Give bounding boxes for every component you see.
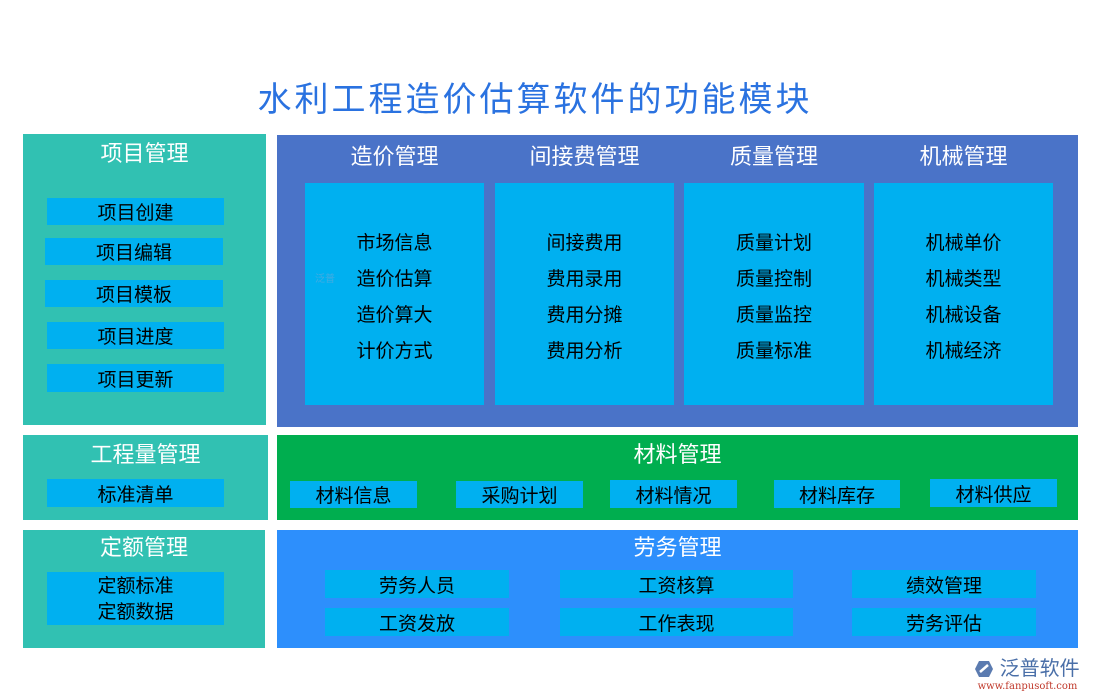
- project-mgmt-panel: 项目管理 项目创建 项目编辑 项目模板 项目进度 项目更新: [23, 134, 266, 425]
- fanpu-logo-icon: [975, 656, 999, 680]
- purchase-plan-item[interactable]: 采购计划: [456, 481, 583, 508]
- pricing-method-item[interactable]: 计价方式: [356, 340, 433, 362]
- project-edit-item[interactable]: 项目编辑: [45, 238, 223, 265]
- cost-allocation-item[interactable]: 费用分摊: [546, 304, 623, 326]
- labor-mgmt-header: 劳务管理: [633, 536, 722, 561]
- project-create-item[interactable]: 项目创建: [47, 198, 224, 225]
- quality-control-item[interactable]: 质量控制: [735, 268, 812, 290]
- quality-monitor-item[interactable]: 质量监控: [735, 304, 812, 326]
- material-mgmt-panel: 材料管理 材料信息 采购计划 材料情况 材料库存 材料供应: [277, 435, 1078, 520]
- material-supply-item[interactable]: 材料供应: [930, 479, 1057, 507]
- indirect-cost-box: 间接费用 费用录用 费用分摊 费用分析: [495, 183, 674, 405]
- market-info-item[interactable]: 市场信息: [356, 232, 433, 254]
- material-status-item[interactable]: 材料情况: [610, 480, 737, 508]
- cost-analysis-item[interactable]: 费用分析: [546, 340, 623, 362]
- wage-payment-item[interactable]: 工资发放: [325, 608, 509, 636]
- machinery-mgmt-box: 机械单价 机械类型 机械设备 机械经济: [874, 183, 1053, 405]
- wage-accounting-item[interactable]: 工资核算: [560, 570, 793, 598]
- project-progress-item[interactable]: 项目进度: [47, 322, 224, 349]
- machinery-price-item[interactable]: 机械单价: [925, 232, 1002, 254]
- quantity-mgmt-header: 工程量管理: [90, 443, 201, 468]
- machinery-mgmt-header: 机械管理: [919, 145, 1008, 170]
- project-template-item[interactable]: 项目模板: [45, 280, 223, 307]
- cost-entry-item[interactable]: 费用录用: [546, 268, 623, 290]
- quota-mgmt-panel: 定额管理 定额标准 定额数据: [23, 530, 265, 648]
- quota-standard-item[interactable]: 定额标准: [97, 574, 174, 597]
- cost-mgmt-box: 市场信息 造价估算 造价算大 计价方式: [305, 183, 484, 405]
- machinery-equipment-item[interactable]: 机械设备: [925, 304, 1002, 326]
- material-mgmt-header: 材料管理: [633, 443, 722, 468]
- watermark-text: 泛普: [315, 274, 335, 285]
- cost-estimate-item[interactable]: 造价估算: [356, 268, 433, 290]
- quality-plan-item[interactable]: 质量计划: [735, 232, 812, 254]
- quota-data-item[interactable]: 定额数据: [97, 600, 174, 623]
- standard-list-item[interactable]: 标准清单: [47, 479, 224, 507]
- indirect-cost-item[interactable]: 间接费用: [546, 232, 623, 254]
- project-update-item[interactable]: 项目更新: [47, 364, 224, 392]
- project-mgmt-header: 项目管理: [100, 142, 189, 167]
- cost-mgmt-header: 造价管理: [350, 145, 439, 170]
- quality-mgmt-box: 质量计划 质量控制 质量监控 质量标准: [684, 183, 864, 405]
- work-performance-item[interactable]: 工作表现: [560, 608, 793, 636]
- machinery-economy-item[interactable]: 机械经济: [925, 340, 1002, 362]
- quality-mgmt-header: 质量管理: [729, 145, 818, 170]
- quota-mgmt-header: 定额管理: [99, 536, 188, 561]
- labor-mgmt-panel: 劳务管理 劳务人员 工资核算 绩效管理 工资发放 工作表现 劳务评估: [277, 530, 1078, 648]
- labor-evaluation-item[interactable]: 劳务评估: [852, 608, 1036, 636]
- logo-name-row: 泛普软件: [965, 652, 1090, 681]
- indirect-cost-mgmt-header: 间接费管理: [529, 145, 640, 170]
- cost-calc-item[interactable]: 造价算大: [356, 304, 433, 326]
- quantity-mgmt-panel: 工程量管理 标准清单: [23, 435, 268, 520]
- page-title: 水利工程造价估算软件的功能模块: [257, 80, 813, 120]
- logo-brand-name: 泛普软件: [999, 656, 1080, 680]
- material-info-item[interactable]: 材料信息: [290, 481, 417, 508]
- logo-url: www.fanpusoft.com: [977, 681, 1078, 692]
- machinery-type-item[interactable]: 机械类型: [925, 268, 1002, 290]
- quota-items-box: 定额标准 定额数据: [47, 572, 224, 625]
- top-modules-panel: 造价管理 间接费管理 质量管理 机械管理 市场信息 造价估算 造价算大 计价方式…: [277, 135, 1078, 427]
- fanpu-logo: 泛普软件 www.fanpusoft.com: [965, 652, 1090, 692]
- material-inventory-item[interactable]: 材料库存: [774, 480, 900, 508]
- labor-staff-item[interactable]: 劳务人员: [325, 570, 509, 598]
- quality-standard-item[interactable]: 质量标准: [735, 340, 812, 362]
- performance-mgmt-item[interactable]: 绩效管理: [852, 570, 1036, 598]
